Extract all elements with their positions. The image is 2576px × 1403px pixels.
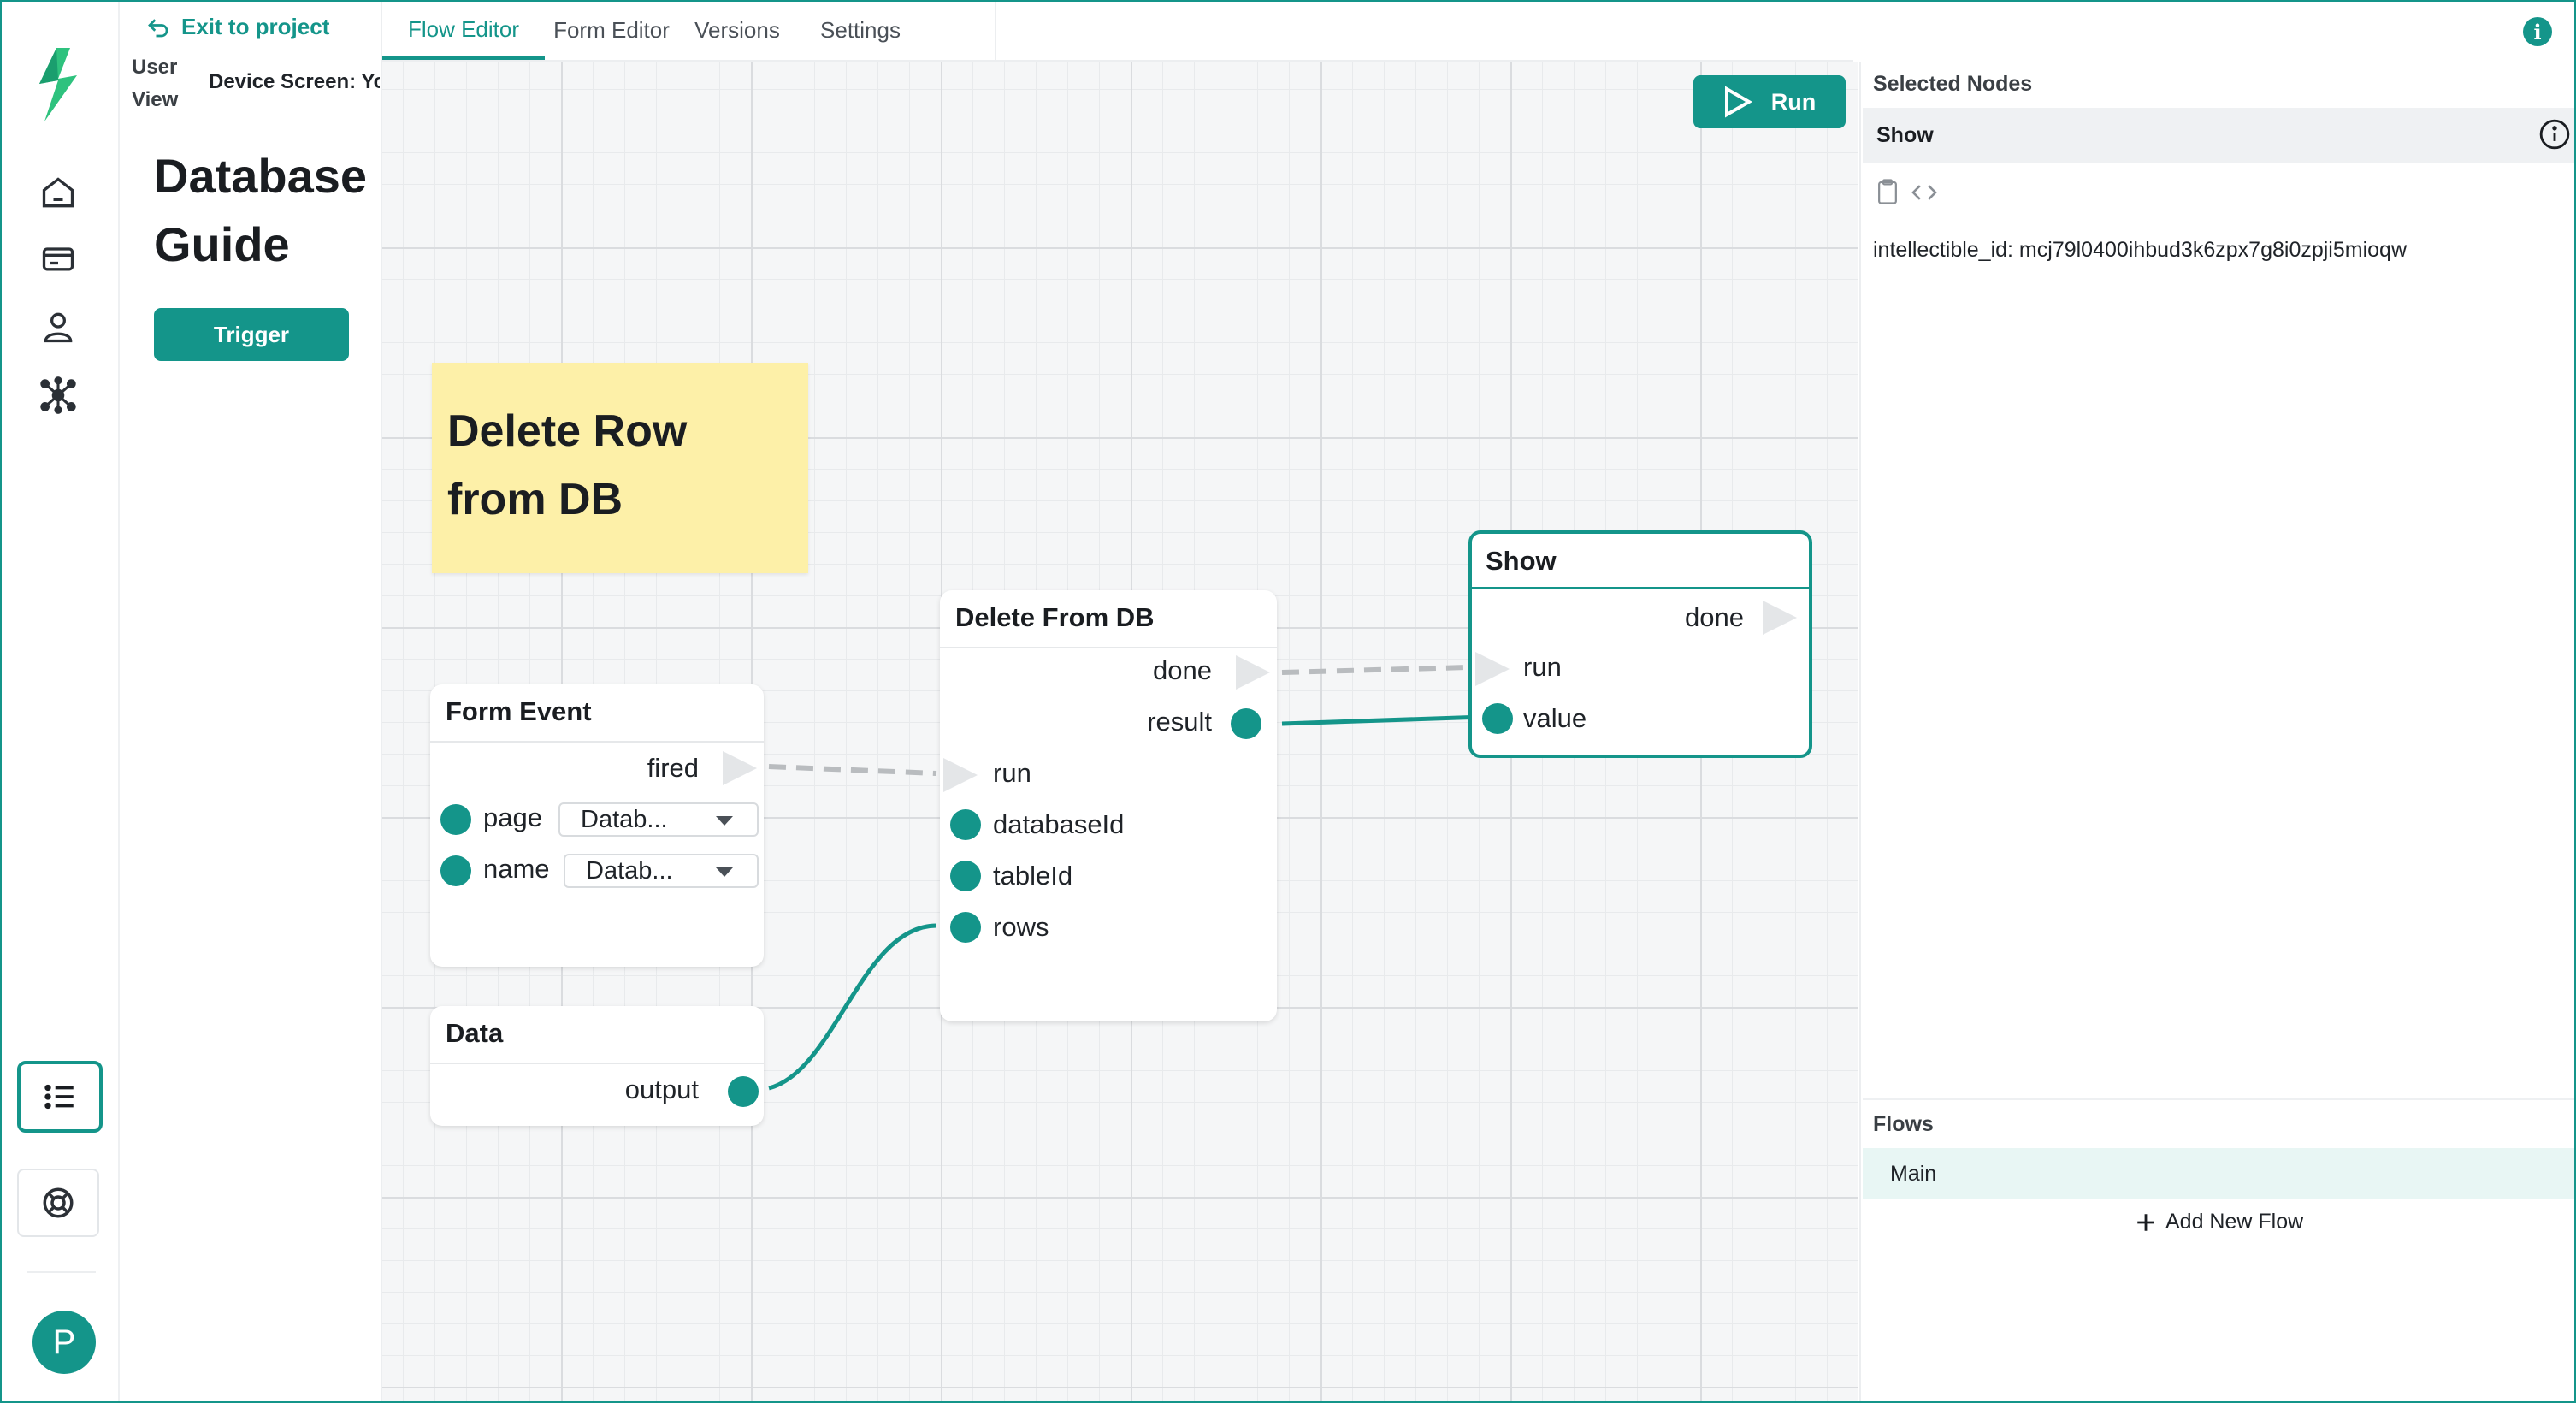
tab-flow-editor[interactable]: Flow Editor	[382, 2, 545, 60]
run-button[interactable]: Run	[1693, 75, 1846, 128]
form-preview: Exit to project User View Device Screen:…	[120, 2, 382, 1401]
node-title: Delete From DB	[955, 602, 1155, 632]
chevron-down-icon	[716, 867, 733, 877]
port-run-exec[interactable]	[943, 758, 978, 792]
port-page-label: page	[483, 802, 542, 832]
node-form-event[interactable]: Form Event fired page Datab... name Data…	[430, 684, 764, 967]
sticky-note[interactable]: Delete Row from DB	[432, 363, 808, 573]
name-select[interactable]: Datab...	[564, 854, 759, 888]
undo-icon	[148, 18, 168, 37]
avatar[interactable]: P	[32, 1311, 96, 1374]
port-result-dot[interactable]	[1231, 708, 1261, 739]
node-divider	[940, 647, 1277, 648]
add-new-flow-button[interactable]: Add New Flow	[2135, 1210, 2303, 1234]
exit-to-project-link[interactable]: Exit to project	[145, 14, 329, 40]
clipboard-icon[interactable]	[1875, 178, 1900, 205]
run-label: Run	[1770, 88, 1817, 115]
add-flow-label: Add New Flow	[2165, 1210, 2304, 1234]
edge-fired-run	[768, 764, 937, 776]
port-fired-label: fired	[647, 753, 699, 783]
sticky-note-text: Delete Row from DB	[447, 406, 688, 524]
port-name-label: name	[483, 854, 550, 884]
tabs-divider	[995, 2, 996, 60]
flows-heading: Flows	[1873, 1112, 1934, 1136]
node-show[interactable]: Show done run value	[1468, 530, 1812, 758]
user-icon[interactable]	[27, 296, 89, 358]
node-divider	[1472, 587, 1809, 589]
port-run-label: run	[993, 758, 1031, 788]
page-select[interactable]: Datab...	[558, 802, 759, 837]
port-value-label: value	[1523, 703, 1587, 733]
info-icon[interactable]	[2538, 118, 2571, 151]
port-done-label: done	[1153, 655, 1212, 685]
flow-canvas[interactable]: Run Delete Row from DB Form Event fired …	[382, 62, 1858, 1401]
play-icon	[1724, 86, 1752, 118]
edge-output-rows	[768, 923, 937, 1091]
logo-icon[interactable]	[32, 46, 84, 127]
tab-versions[interactable]: Versions	[694, 16, 780, 43]
port-page-dot[interactable]	[440, 804, 471, 835]
port-done-exec[interactable]	[1236, 655, 1270, 690]
name-select-value: Datab...	[586, 856, 673, 885]
chevron-down-icon	[716, 816, 733, 826]
node-divider	[430, 1063, 764, 1064]
editor-tabs: Flow Editor Form Editor Versions Setting…	[382, 2, 1853, 62]
port-done-exec[interactable]	[1763, 601, 1797, 635]
port-output-dot[interactable]	[728, 1076, 759, 1107]
port-value-dot[interactable]	[1482, 703, 1513, 734]
port-name-dot[interactable]	[440, 855, 471, 886]
exit-label: Exit to project	[181, 14, 330, 39]
code-icon[interactable]	[1911, 181, 1938, 204]
tab-form-editor[interactable]: Form Editor	[553, 16, 670, 43]
help-icon[interactable]	[17, 1169, 99, 1237]
card-icon[interactable]	[27, 228, 89, 289]
edge-result-value	[1281, 714, 1485, 726]
inspector-panel: Selected Nodes Show intellectible_id: mc…	[1859, 62, 2574, 1401]
node-delete-from-db[interactable]: Delete From DB done result run databaseI…	[940, 590, 1277, 1021]
port-tableid-label: tableId	[993, 861, 1073, 891]
node-data[interactable]: Data output	[430, 1006, 764, 1126]
port-fired-exec[interactable]	[723, 751, 757, 785]
user-view-label: User View	[132, 56, 179, 111]
flow-item-label: Main	[1890, 1162, 1937, 1186]
node-title: Show	[1486, 546, 1557, 576]
edge-done-run	[1281, 665, 1469, 675]
port-tableid-dot[interactable]	[950, 861, 981, 891]
page-select-value: Datab...	[581, 805, 668, 833]
node-title: Form Event	[446, 696, 592, 726]
trigger-button[interactable]: Trigger	[154, 308, 349, 361]
list-icon[interactable]	[17, 1061, 103, 1133]
flow-item-main[interactable]: Main	[1863, 1148, 2574, 1199]
node-divider	[430, 741, 764, 743]
port-databaseid-dot[interactable]	[950, 809, 981, 840]
tab-settings[interactable]: Settings	[820, 16, 901, 43]
info-icon[interactable]: i	[2523, 17, 2552, 46]
node-id-text: intellectible_id: mcj79l0400ihbud3k6zpx7…	[1873, 238, 2407, 262]
port-run-label: run	[1523, 652, 1562, 682]
port-output-label: output	[624, 1074, 699, 1104]
port-run-exec[interactable]	[1475, 652, 1510, 686]
rail-divider	[27, 1271, 96, 1273]
selected-nodes-heading: Selected Nodes	[1873, 72, 2033, 96]
connections	[768, 665, 1485, 1091]
port-done-label: done	[1685, 602, 1744, 632]
page-title: Database Guide	[154, 149, 368, 271]
node-title: Data	[446, 1018, 504, 1048]
home-icon[interactable]	[27, 163, 89, 224]
device-screen-label[interactable]: Device Screen: Yo	[209, 70, 380, 93]
port-rows-label: rows	[993, 912, 1049, 942]
network-icon[interactable]	[27, 364, 89, 426]
port-rows-dot[interactable]	[950, 912, 981, 943]
selected-node-name: Show	[1876, 123, 1934, 147]
port-databaseid-label: databaseId	[993, 809, 1125, 839]
plus-icon	[2137, 1213, 2154, 1231]
left-rail: P	[2, 2, 120, 1401]
selected-node-header[interactable]: Show	[1863, 108, 2574, 163]
port-result-label: result	[1147, 707, 1212, 737]
panel-divider	[1863, 1098, 2574, 1100]
